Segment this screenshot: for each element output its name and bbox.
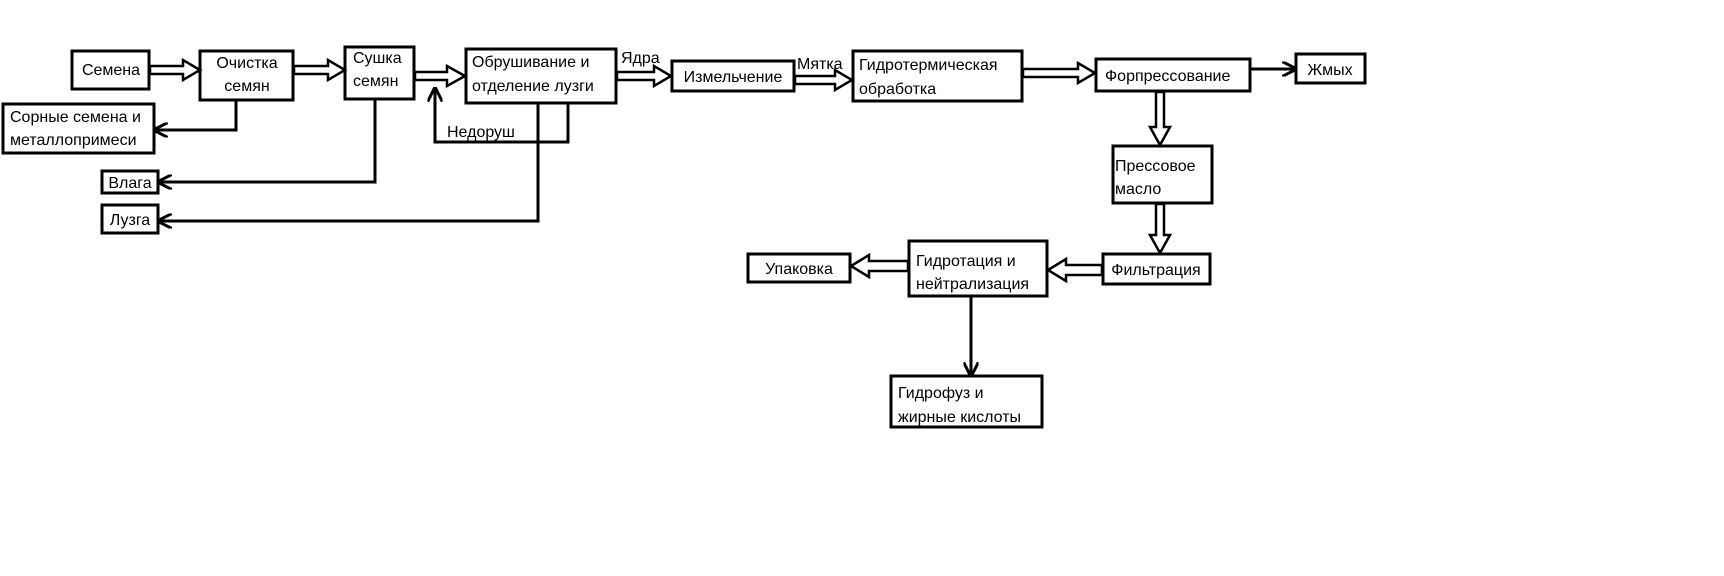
node-label: нейтрализация	[916, 276, 1029, 293]
arrow-maslo-filtr	[1147, 202, 1173, 256]
arrow-obrush-luzga	[160, 104, 540, 221]
node-ochistka: Очистка семян	[198, 49, 295, 102]
node-label: Измельчение	[684, 69, 783, 86]
node-label: Жмых	[1307, 62, 1352, 79]
node-zhmykh: Жмых	[1294, 52, 1367, 85]
arrow-sushka-obrush	[413, 63, 468, 89]
node-forpressovanie: Форпрессование	[1094, 57, 1252, 93]
node-luzga: Лузга	[100, 203, 160, 235]
node-label: Упаковка	[765, 261, 833, 278]
node-label: семян	[224, 78, 269, 95]
node-label: жирные кислоты	[898, 409, 1021, 426]
node-filtratsiya: Фильтрация	[1101, 252, 1212, 286]
node-label: Обрушивание и	[472, 54, 589, 71]
node-label: отделение лузги	[472, 78, 594, 95]
node-label: металлопримеси	[10, 132, 137, 149]
node-semena: Семена	[70, 49, 151, 91]
node-gidratatsiya: Гидротация и нейтрализация	[907, 239, 1049, 298]
node-label: Влага	[108, 175, 151, 192]
arrow-ochistka-sushka	[292, 57, 348, 83]
arrow-semena-ochistka	[148, 57, 203, 83]
node-label: Форпрессование	[1105, 68, 1230, 85]
node-sushka: Сушка семян	[343, 45, 416, 101]
arrow-ochistka-sornye	[156, 101, 238, 130]
edge-label-yadra: Ядра	[621, 50, 660, 67]
arrow-obrush-izmelch	[615, 63, 674, 89]
node-vlaga: Влага	[100, 169, 160, 195]
node-label: Гидрофуз и	[898, 385, 984, 402]
arrow-gidroterm-forpress	[1021, 60, 1098, 86]
node-label: Гидротермическая	[859, 57, 998, 74]
node-pressovoe-maslo: Прессовое масло	[1111, 144, 1214, 205]
node-label: Лузга	[110, 212, 151, 229]
node-upakovka: Упаковка	[746, 252, 852, 284]
edge-label-nedorush: Недоруш	[447, 124, 515, 141]
node-label: семян	[353, 73, 398, 90]
node-gidrofuz: Гидрофуз и жирные кислоты	[889, 374, 1044, 429]
edge-label-myatka: Мятка	[797, 56, 843, 73]
node-label: Очистка	[216, 55, 277, 72]
node-gidrotermicheskaya: Гидротермическая обработка	[851, 49, 1024, 103]
node-label: масло	[1115, 181, 1161, 198]
arrow-izmelch-gidroterm	[793, 67, 855, 93]
arrow-filtr-gidrat	[1045, 256, 1104, 284]
node-label: Фильтрация	[1111, 262, 1200, 279]
node-izmelchenie: Измельчение	[670, 59, 796, 93]
arrow-sushka-vlaga	[160, 100, 377, 182]
node-sornye-semena: Сорные семена и металлопримеси	[1, 102, 156, 155]
arrow-forpress-maslo	[1147, 90, 1173, 148]
arrow-nedorush-return	[435, 90, 570, 144]
node-label: Семена	[82, 62, 140, 79]
node-label: Прессовое	[1115, 158, 1196, 175]
node-obrushivanie: Обрушивание и отделение лузги	[464, 47, 618, 105]
node-label: обработка	[859, 81, 936, 98]
node-label: Сушка	[353, 50, 402, 67]
node-label: Сорные семена и	[10, 109, 141, 126]
arrow-gidrat-upakovka	[848, 252, 910, 280]
node-label: Гидротация и	[916, 253, 1016, 270]
